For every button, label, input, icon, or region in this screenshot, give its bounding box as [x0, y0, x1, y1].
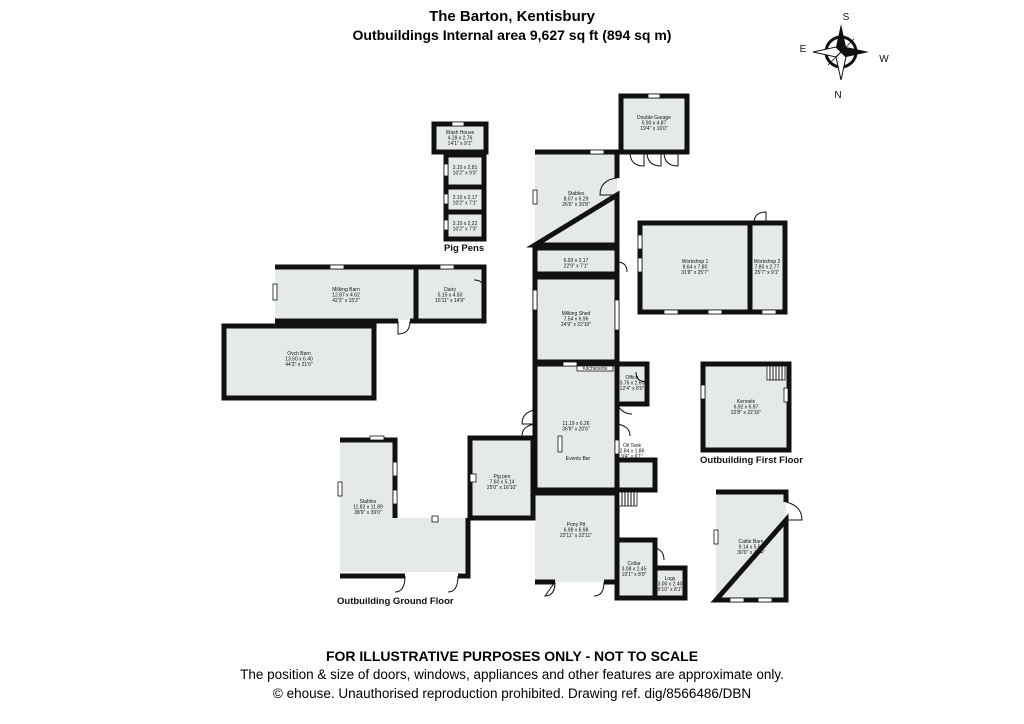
compass-south-label: S: [843, 12, 850, 23]
room-fill-office: [617, 364, 647, 404]
room-fill-milking-shed: [535, 278, 617, 362]
stairs-icon: [618, 491, 638, 507]
room-fill-workshop-1: [640, 224, 750, 312]
room-dims: 3.10 x 2.17: [453, 195, 478, 201]
plan-title: The Barton, Kentisbury: [429, 8, 595, 25]
room-dims: 3.10 x 2.22: [453, 221, 478, 227]
room-name: Cattle Barn: [738, 539, 763, 545]
room-fill-pen-3: [446, 214, 484, 238]
room-dims: 6.93 x 2.17: [564, 258, 589, 264]
room-fill-double-garage: [621, 97, 687, 151]
disclaimer-text: FOR ILLUSTRATIVE PURPOSES ONLY - NOT TO …: [325, 648, 699, 664]
room-fill-logs: [655, 568, 685, 598]
plan-subtitle: Outbuildings Internal area 9,627 sq ft (…: [352, 27, 672, 43]
room-fill-cellar: [617, 540, 655, 596]
room-fill-events-bar: [535, 364, 617, 490]
section-label-ground-floor: Outbuilding Ground Floor: [337, 596, 454, 607]
section-label-first-floor: Outbuilding First Floor: [700, 455, 803, 466]
compass-north-label: N: [834, 90, 841, 101]
room-name: Stables: [360, 499, 377, 505]
room-fill-ovch-barn: [224, 327, 374, 397]
room-name: Oil Tank: [623, 443, 641, 449]
room-name: Stables: [568, 191, 585, 197]
room-name: Logs: [665, 576, 676, 582]
room-name: Ovch Barn: [287, 351, 311, 357]
room-name: Pig pen: [494, 474, 511, 480]
room-name: Double Garage: [637, 115, 671, 121]
room-name: Kitchenette: [582, 366, 607, 372]
room-name: Kennels: [737, 399, 756, 405]
room-fill-oil-tank: [617, 460, 655, 490]
room-name: Workshop 1: [682, 259, 709, 265]
section-label-pig-pens: Pig Pens: [444, 243, 484, 254]
room-name: Pony Pit: [567, 522, 586, 528]
kitchenette-counter: [576, 365, 614, 372]
compass-west-label: W: [879, 54, 889, 65]
room-fills: [224, 97, 789, 600]
room-fill-pig-pen: [470, 438, 533, 518]
room-fill-dairy: [416, 268, 484, 320]
room-name: Cellar: [627, 561, 640, 567]
note-text: The position & size of doors, windows, a…: [240, 667, 784, 682]
compass-east-label: E: [800, 44, 807, 55]
room-fill-wash-house: [434, 124, 486, 152]
room-name: Workshop 2: [754, 259, 781, 265]
windows: [272, 93, 789, 603]
room-name: Milking Barn: [332, 287, 360, 293]
room-fill-workshop-2: [750, 224, 785, 312]
room-fill-cattle-barn: [716, 492, 786, 600]
doors: [394, 151, 803, 597]
room-name: Events Bar: [566, 456, 591, 462]
room-dims: 11.19 x 6.26: [562, 421, 589, 427]
copyright-text: © ehouse. Unauthorised reproduction proh…: [272, 686, 752, 701]
stairs-icon: [766, 365, 786, 381]
compass-icon: S E W N: [800, 12, 890, 101]
room-fill-pony-pit: [535, 494, 617, 582]
room-fill-pen-2: [446, 189, 484, 211]
room-fill-passage: [535, 250, 617, 273]
room-fill-stables-top: [535, 153, 617, 245]
room-fill-pen-1: [446, 156, 484, 185]
room-name: Wash House: [446, 130, 475, 136]
room-name: Milking Shed: [562, 311, 591, 317]
room-fill-milking-barn: [275, 268, 416, 320]
room-name: Office: [626, 375, 639, 381]
room-fill-stables-left: [340, 440, 468, 572]
room-name: Dairy: [444, 287, 456, 293]
room-dims: 3.10 x 2.81: [453, 165, 478, 171]
